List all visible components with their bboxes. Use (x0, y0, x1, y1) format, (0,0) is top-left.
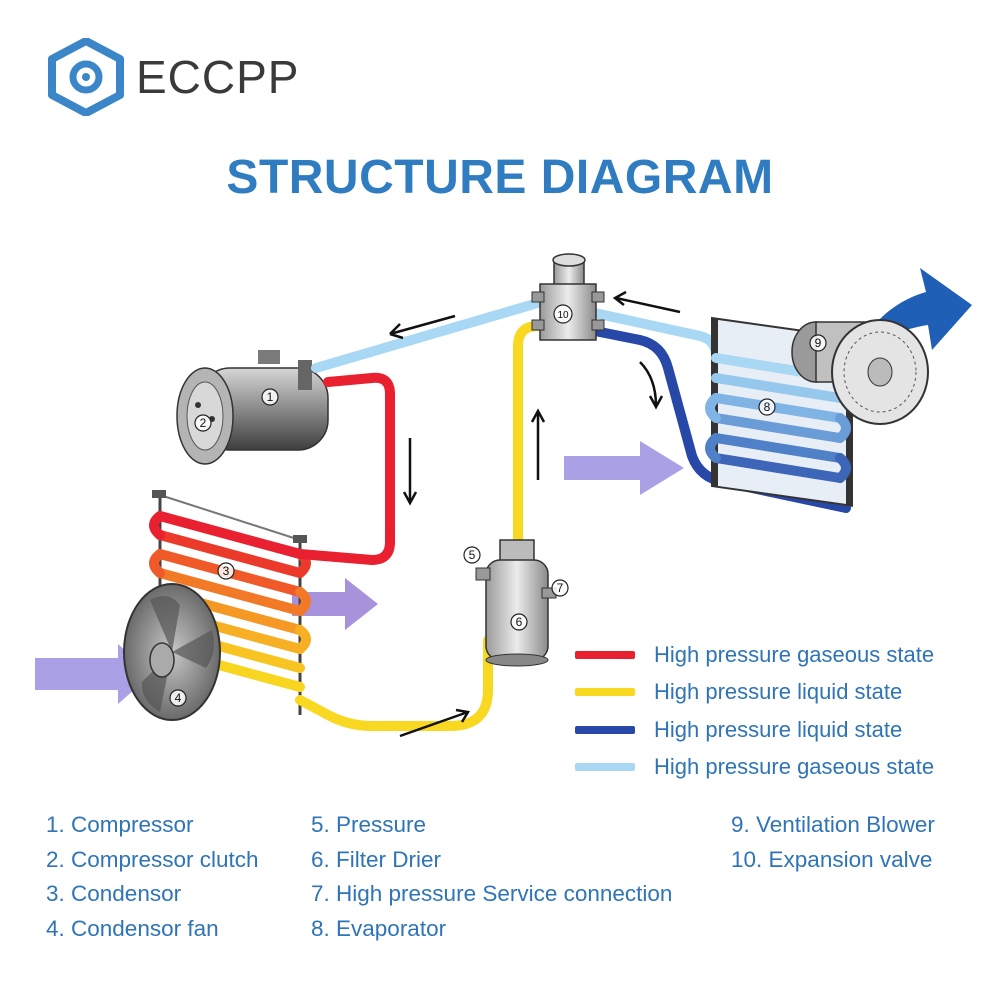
component-marker-4: 4 (169, 689, 187, 707)
part-item: 5. Pressure (311, 812, 427, 837)
component-marker-label: 2 (200, 416, 207, 430)
legend-item: High pressure liquid state (575, 711, 934, 749)
parts-column: 9. Ventilation Blower 10. Expansion valv… (731, 808, 935, 877)
component-marker-label: 9 (815, 336, 822, 350)
flow-arrow-icon (389, 314, 456, 336)
flow-arrow-icon (399, 710, 469, 738)
parts-column: 5. Pressure 6. Filter Drier 7. High pres… (311, 808, 672, 946)
expansion-valve (531, 253, 605, 341)
component-marker-8: 8 (758, 398, 776, 416)
legend-swatch (575, 688, 635, 697)
legend: High pressure gaseous state High pressur… (575, 636, 934, 786)
legend-label: High pressure liquid state (654, 716, 903, 742)
legend-item: High pressure liquid state (575, 674, 934, 712)
parts-column: 1. Compressor 2. Compressor clutch 3. Co… (46, 808, 259, 946)
part-item: 2. Compressor clutch (46, 846, 259, 872)
light-blue-line-to-compressor (311, 295, 553, 373)
component-marker-label: 1 (267, 390, 274, 404)
ac-system-diagram: 1 2 3 4 5 6 7 8 9 10 (35, 253, 972, 738)
component-marker-label: 5 (469, 548, 476, 562)
filter-drier (475, 539, 557, 667)
brand-name: ECCPP (136, 51, 300, 103)
component-marker-label: 3 (223, 564, 230, 578)
condenser-fan (123, 583, 221, 721)
component-markers: 1 2 3 4 5 6 7 8 9 10 (169, 304, 827, 707)
legend-item: High pressure gaseous state (575, 749, 934, 787)
part-item: 1. Compressor (46, 812, 194, 837)
component-marker-3: 3 (217, 562, 235, 580)
component-marker-label: 8 (764, 400, 771, 414)
component-marker-5: 5 (463, 546, 481, 564)
component-marker-label: 7 (557, 581, 564, 595)
component-marker-2: 2 (194, 414, 212, 432)
legend-label: High pressure gaseous state (654, 754, 935, 780)
component-marker-label: 4 (175, 691, 182, 705)
hexagon-logo-icon (48, 38, 124, 116)
part-item: 3. Condensor (46, 881, 182, 906)
part-item: 10. Expansion valve (731, 846, 933, 872)
part-item: 9. Ventilation Blower (731, 812, 935, 837)
part-item: 4. Condensor fan (46, 915, 219, 941)
component-marker-7: 7 (551, 579, 569, 597)
flow-arrow-icon (615, 296, 681, 314)
component-marker-label: 10 (557, 310, 569, 321)
brand-logo: ECCPP (48, 38, 299, 116)
red-line-compressor-to-condenser (295, 372, 395, 565)
page-title: STRUCTURE DIAGRAM (226, 151, 774, 204)
component-marker-10: 10 (553, 304, 573, 324)
airflow-arrow-icon (292, 578, 378, 630)
compressor (176, 350, 329, 465)
legend-swatch (575, 725, 635, 734)
legend-item: High pressure gaseous state (575, 636, 934, 674)
airflow-arrow-icon (35, 644, 152, 704)
part-item: 6. Filter Drier (311, 846, 442, 872)
legend-label: High pressure gaseous state (654, 641, 935, 667)
legend-swatch (575, 763, 635, 772)
flow-arrow-icon (639, 361, 658, 407)
component-marker-1: 1 (261, 388, 279, 406)
flow-arrows (389, 290, 681, 738)
part-item: 8. Evaporator (311, 915, 447, 941)
component-marker-label: 6 (516, 615, 523, 629)
component-marker-6: 6 (510, 613, 528, 631)
yellow-line-condenser-to-drier (295, 635, 493, 731)
legend-swatch (575, 650, 635, 659)
part-item: 7. High pressure Service connection (311, 881, 673, 906)
component-marker-9: 9 (809, 334, 827, 352)
ventilation-blower (791, 319, 929, 425)
airflow-arrow-icon (564, 441, 684, 495)
parts-list: 1. Compressor 2. Compressor clutch 3. Co… (0, 808, 1000, 958)
yellow-line-drier-to-valve (513, 321, 553, 553)
legend-label: High pressure liquid state (654, 679, 903, 705)
